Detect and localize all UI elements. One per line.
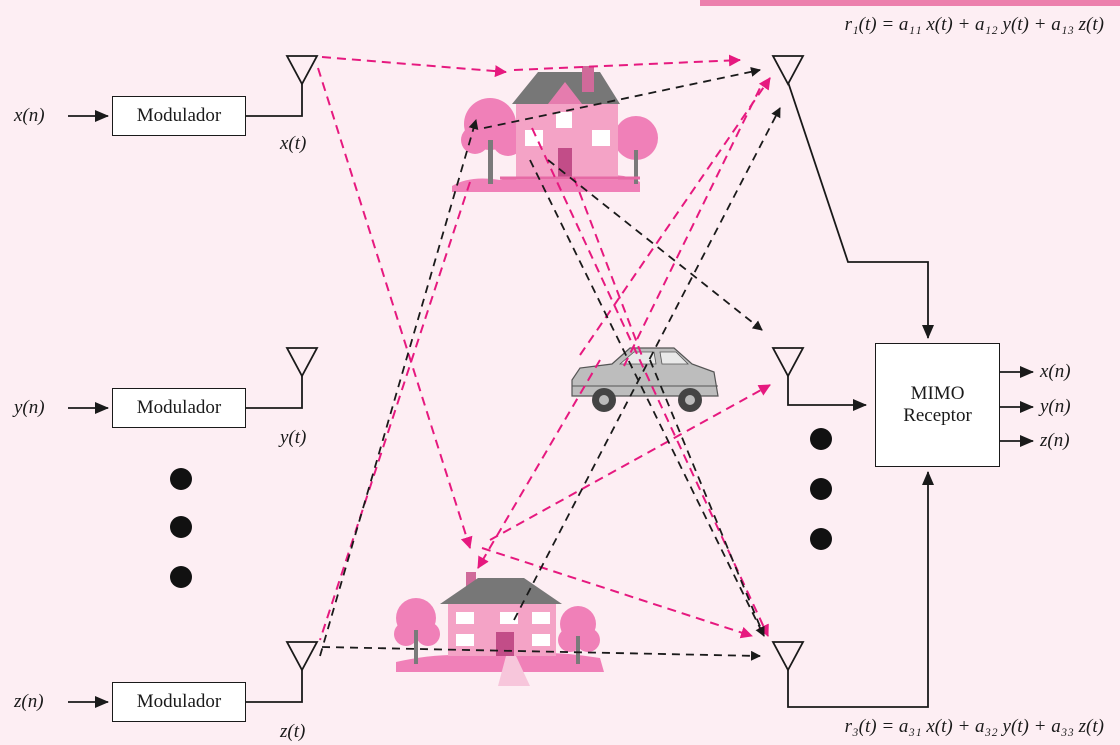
pink-path-6b	[623, 87, 761, 367]
input-arrows	[68, 82, 303, 708]
antenna-signal-y: y(t)	[280, 427, 307, 448]
tx-antenna-x	[285, 55, 319, 86]
black-path-6	[321, 646, 761, 661]
ellipsis-dot	[170, 566, 192, 588]
top-accent-bar	[700, 0, 1120, 6]
modulator-block-y: Modulador	[112, 388, 246, 428]
z-modulator-wire	[245, 668, 303, 703]
rx-antenna-2	[771, 347, 805, 378]
black-path-4b	[649, 359, 765, 637]
black-path-5	[513, 107, 781, 621]
modulator-label-y: Modulador	[136, 397, 222, 418]
upper-house-illustration	[452, 66, 658, 192]
equation-r3: r₃(t) = a₃₁ x(t) + a₃₂ y(t) + a₃₃ z(t)	[844, 716, 1104, 737]
antenna-signal-z: z(t)	[280, 721, 306, 742]
y-modulator-wire	[245, 374, 303, 409]
output-z: z(n)	[1040, 430, 1070, 451]
pink-paths	[317, 54, 771, 641]
pink-path-1	[321, 56, 507, 78]
tx-antennas	[285, 55, 319, 672]
pink-path-3	[317, 67, 473, 549]
car-illustration	[571, 347, 719, 412]
ellipsis-dot	[810, 528, 832, 550]
output-y: y(n)	[1040, 396, 1071, 417]
antenna-signal-x: x(t)	[280, 133, 307, 154]
pink-path-9	[481, 547, 753, 639]
modulator-label-z: Modulador	[136, 691, 222, 712]
tx-antenna-z	[285, 641, 319, 672]
x-modulator-wire	[245, 82, 303, 117]
modulator-block-z: Modulador	[112, 682, 246, 722]
pink-path-4	[531, 127, 769, 637]
lower-house-illustration	[394, 572, 604, 686]
rx-antennas	[771, 55, 805, 672]
rx-antenna-3	[771, 641, 805, 672]
output-x: x(n)	[1040, 361, 1071, 382]
pink-path-8	[489, 384, 771, 541]
ellipsis-dot	[170, 468, 192, 490]
pink-path-6	[579, 77, 771, 356]
input-signal-z: z(n)	[14, 691, 44, 712]
black-path-4	[529, 159, 765, 637]
rx3-to-receiver	[787, 471, 934, 708]
black-path-1	[483, 66, 761, 129]
modulator-block-x: Modulador	[112, 96, 246, 136]
receiver-wires	[787, 81, 1034, 708]
input-signal-y: y(n)	[14, 397, 45, 418]
pink-path-7	[477, 359, 601, 569]
modulator-label-x: Modulador	[136, 105, 222, 126]
receiver-line-1: MIMO	[910, 383, 965, 404]
rx2-to-receiver	[787, 374, 867, 411]
ellipsis-dot	[810, 478, 832, 500]
pink-path-5	[319, 181, 471, 641]
ellipsis-dot	[170, 516, 192, 538]
pink-path-10	[573, 177, 643, 357]
rx1-to-receiver	[787, 81, 934, 339]
pink-path-2	[513, 54, 741, 71]
black-path-2	[319, 119, 479, 657]
equation-r1: r₁(t) = a₁₁ x(t) + a₁₂ y(t) + a₁₃ z(t)	[844, 14, 1104, 35]
black-paths	[319, 66, 781, 661]
mimo-receiver-block: MIMO Receptor	[875, 343, 1000, 467]
receiver-line-2: Receptor	[903, 405, 972, 426]
tx-antenna-y	[285, 347, 319, 378]
black-path-3	[547, 159, 763, 331]
rx-antenna-1	[771, 55, 805, 86]
input-signal-x: x(n)	[14, 105, 45, 126]
ellipsis-dot	[810, 428, 832, 450]
